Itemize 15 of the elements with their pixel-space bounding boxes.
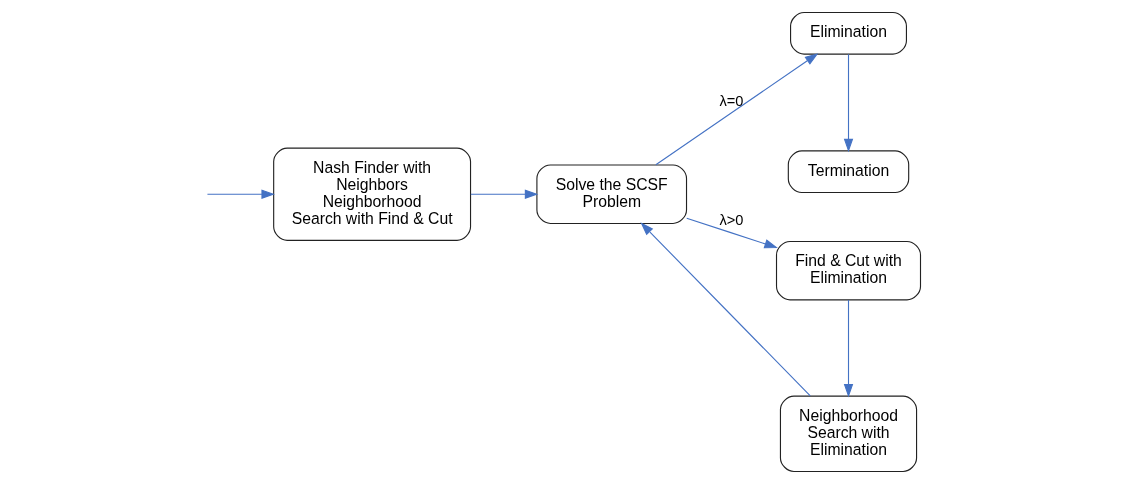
edge-label: λ=0: [719, 92, 744, 109]
arrow: [843, 299, 854, 398]
arrow: [640, 222, 811, 397]
arrow: [206, 189, 275, 199]
node-box: Elimination: [790, 11, 907, 55]
edge-label: λ>0: [719, 212, 744, 229]
node-box: Neighborhood Search with Elimination: [779, 395, 918, 473]
arrow: [843, 53, 854, 153]
node-box: Nash Finder with Neighbors Neighborhood Search with Find & Cut: [273, 147, 472, 241]
arrow: [470, 189, 539, 199]
arrow: [655, 53, 819, 166]
node-box: Termination: [787, 150, 910, 194]
node-box: Find & Cut with Elimination: [775, 240, 922, 301]
arrow: [686, 217, 778, 249]
node-box: Solve the SCSF Problem: [536, 164, 688, 224]
